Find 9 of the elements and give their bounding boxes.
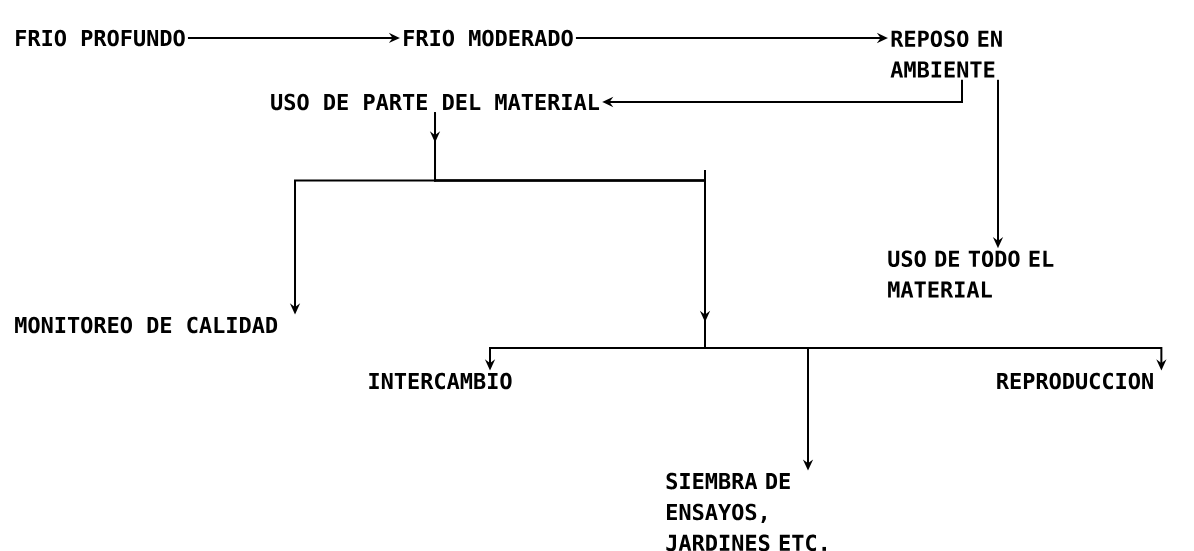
flow-label: REPRODUCCION [997, 372, 1153, 390]
flow-label: INTERCAMBIO [369, 372, 512, 390]
flow-label: REPOSO EN AMBIENTE [890, 30, 1002, 78]
flow-label: SIEMBRA DE ENSAYOS, JARDINES ETC. [666, 472, 826, 551]
flow-label: USO DE PARTE DEL MATERIAL [271, 93, 600, 111]
flow-label: MONITOREO DE CALIDAD [15, 316, 278, 334]
flow-label: FRIO MODERADO [404, 29, 573, 47]
flow-label: FRIO PROFUNDO [16, 29, 185, 47]
flow-label: USO DE TODO EL MATERIAL [888, 250, 1054, 298]
